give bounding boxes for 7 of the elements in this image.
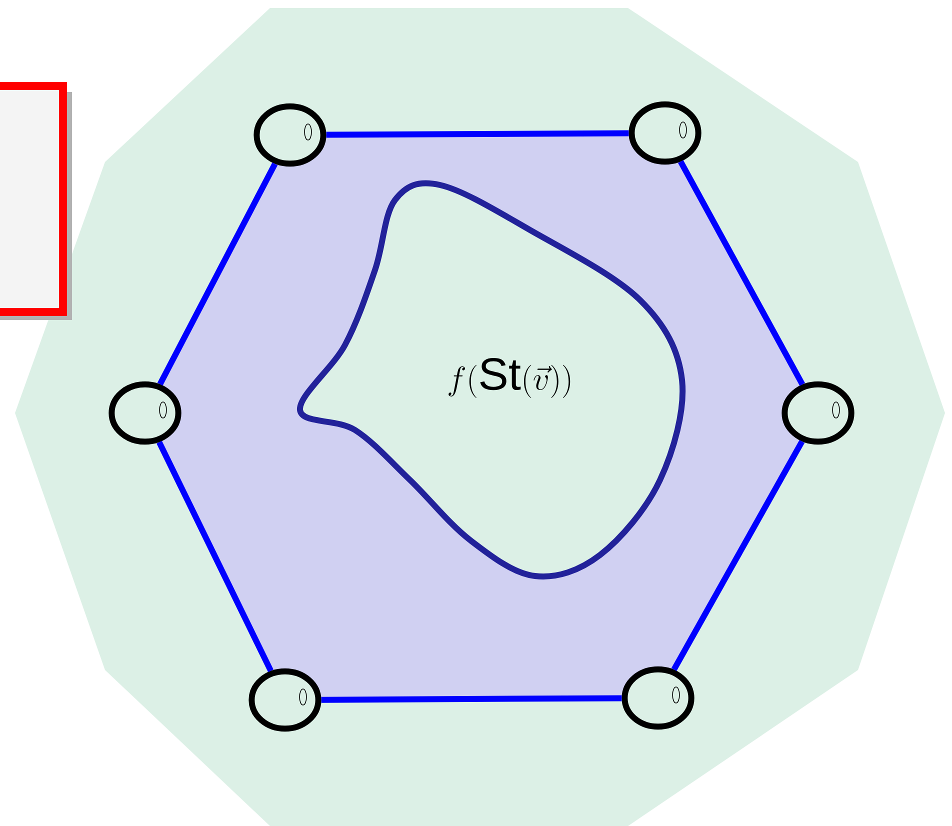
hexagon-edge	[671, 440, 805, 672]
hexagon-edge	[157, 162, 278, 386]
hexagon-edge	[156, 440, 274, 672]
hexagon-edge	[321, 695, 622, 703]
blob-region: $f(\mathrm{St}(\vec{v}))$	[297, 180, 686, 580]
hexagon-edge	[326, 130, 629, 138]
hexagon-edge	[678, 160, 806, 386]
